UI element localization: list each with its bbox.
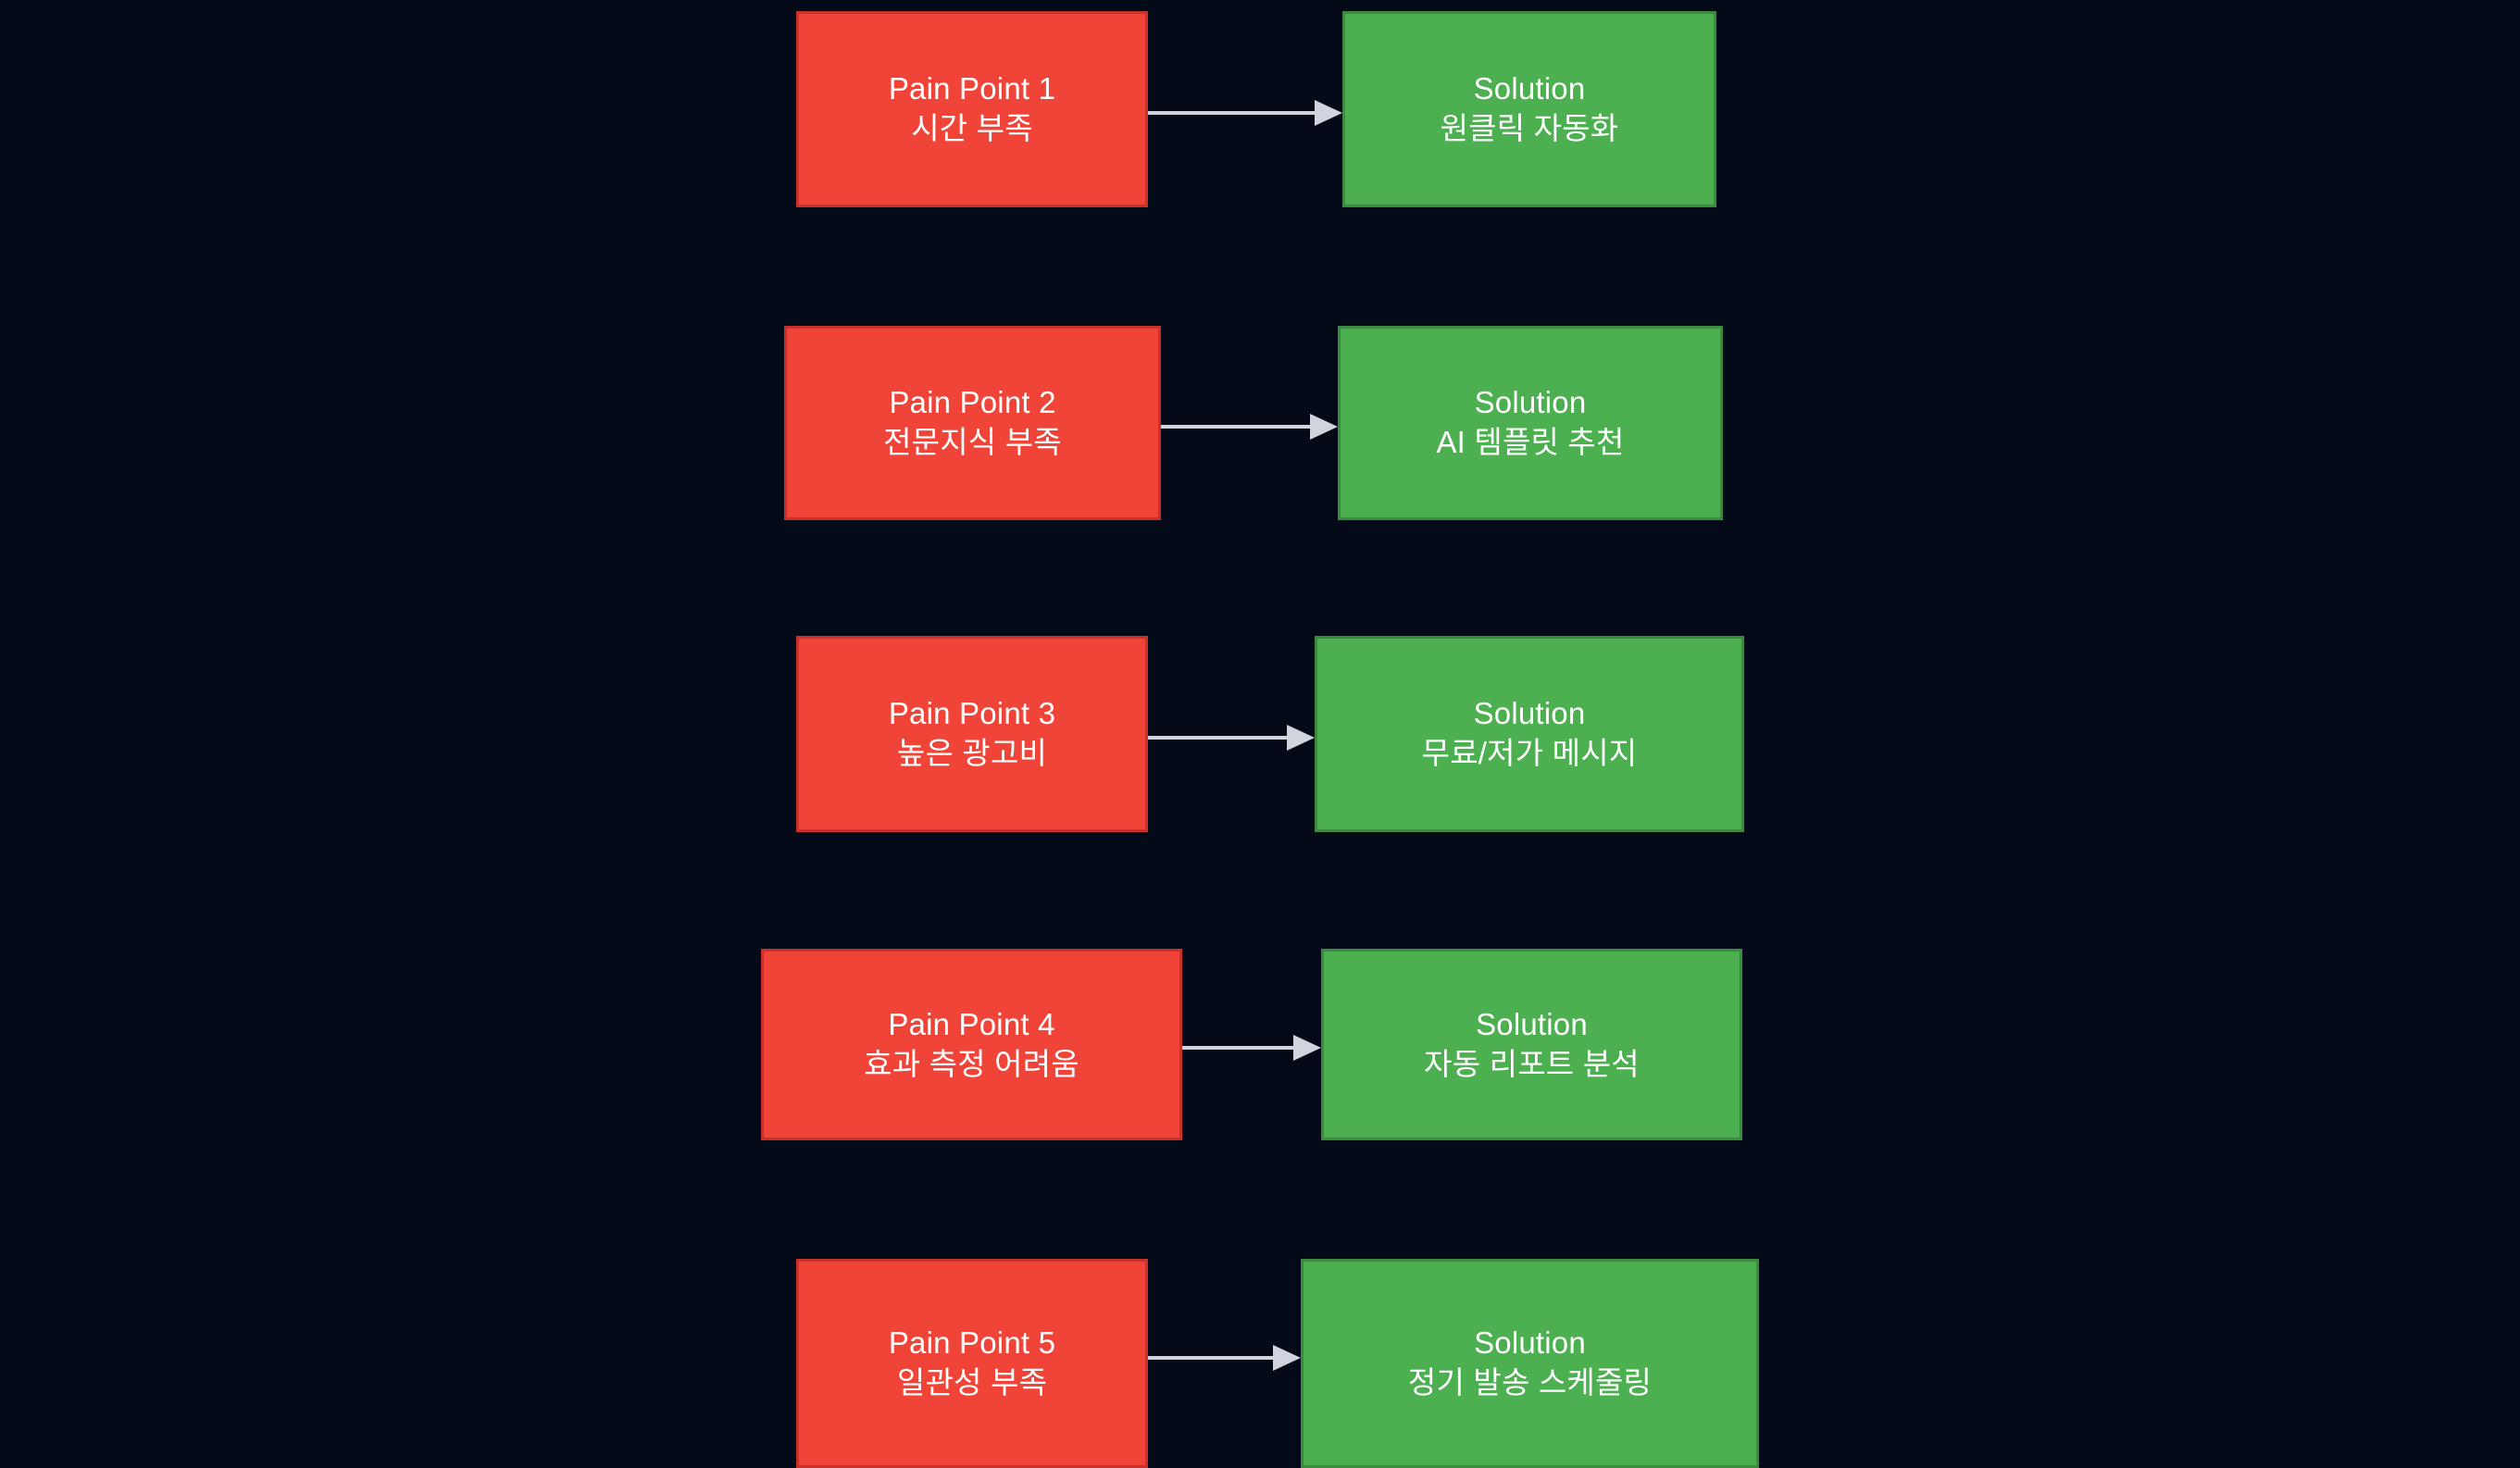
solution-node[interactable]: Solution 원클릭 자동화 [1342, 11, 1716, 207]
pain-point-detail: 전문지식 부족 [883, 425, 1062, 459]
pain-point-node[interactable]: Pain Point 5 일관성 부족 [796, 1259, 1148, 1468]
pain-point-title: Pain Point 1 [888, 71, 1056, 106]
arrow-connector-icon [1148, 719, 1315, 756]
solution-detail: 정기 발송 스케줄링 [1407, 1365, 1653, 1400]
solution-title: Solution [1474, 385, 1587, 420]
solution-detail: 자동 리포트 분석 [1424, 1046, 1640, 1081]
pain-point-title: Pain Point 5 [888, 1325, 1056, 1361]
solution-detail: 원클릭 자동화 [1440, 111, 1619, 145]
arrow-connector-icon [1161, 408, 1338, 445]
arrow-connector-icon [1148, 1339, 1301, 1376]
solution-node[interactable]: Solution 정기 발송 스케줄링 [1301, 1259, 1759, 1468]
pain-point-title: Pain Point 2 [889, 385, 1056, 420]
solution-title: Solution [1473, 71, 1586, 106]
solution-title: Solution [1476, 1006, 1588, 1041]
pain-point-node[interactable]: Pain Point 2 전문지식 부족 [784, 326, 1161, 520]
solution-detail: 무료/저가 메시지 [1421, 736, 1638, 770]
solution-node[interactable]: Solution 자동 리포트 분석 [1321, 949, 1742, 1140]
pain-point-title: Pain Point 3 [888, 696, 1056, 731]
pain-point-detail: 효과 측정 어려움 [864, 1046, 1079, 1081]
solution-title: Solution [1473, 696, 1586, 731]
pain-point-detail: 높은 광고비 [896, 736, 1048, 770]
arrow-connector-icon [1182, 1029, 1321, 1066]
solution-detail: AI 템플릿 추천 [1436, 425, 1625, 459]
pain-point-node[interactable]: Pain Point 3 높은 광고비 [796, 636, 1148, 832]
solution-title: Solution [1474, 1325, 1586, 1361]
pain-point-node[interactable]: Pain Point 4 효과 측정 어려움 [761, 949, 1182, 1140]
pain-point-detail: 일관성 부족 [896, 1365, 1048, 1400]
solution-node[interactable]: Solution 무료/저가 메시지 [1315, 636, 1744, 832]
pain-point-node[interactable]: Pain Point 1 시간 부족 [796, 11, 1148, 207]
arrow-connector-icon [1148, 94, 1342, 131]
solution-node[interactable]: Solution AI 템플릿 추천 [1338, 326, 1723, 520]
pain-point-detail: 시간 부족 [911, 111, 1033, 145]
pain-point-title: Pain Point 4 [888, 1006, 1055, 1041]
